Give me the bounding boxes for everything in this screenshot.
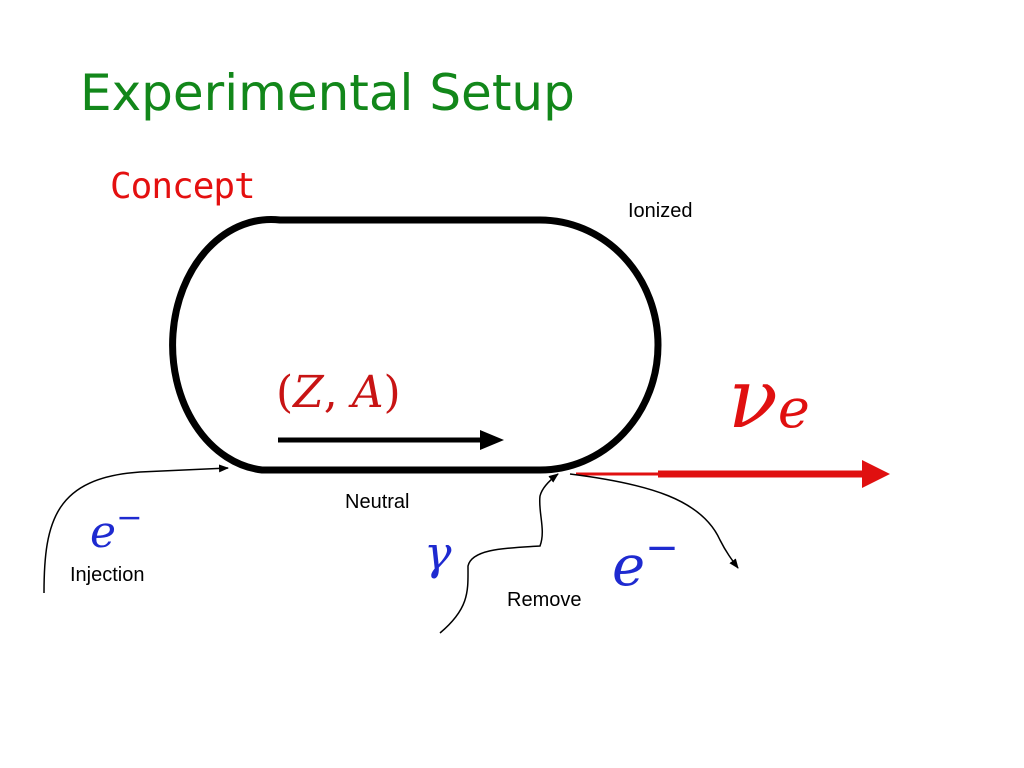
electron-remove-path: [569, 473, 739, 569]
slide-title: Experimental Setup: [80, 64, 575, 122]
electron-injection-path: [43, 464, 229, 594]
za-z: Z: [293, 367, 324, 418]
neutrino-beam-arrowhead: [862, 460, 890, 488]
storage-ring: [169, 215, 662, 474]
electron-symbol: e: [612, 534, 646, 600]
za-close: ): [383, 367, 401, 418]
neutral-label: Neutral: [345, 491, 410, 513]
removed-electron-label: e−: [612, 524, 679, 599]
nu-subscript: e: [777, 377, 810, 440]
injection-label: Injection: [70, 564, 145, 586]
za-open: (: [276, 367, 294, 418]
za-comma: ,: [323, 367, 352, 418]
minus-sign: −: [116, 500, 143, 536]
gamma-ray-path: [439, 473, 559, 634]
za-a: A: [351, 367, 384, 418]
concept-label: Concept: [110, 166, 256, 207]
ion-za-label: (Z, A): [276, 367, 401, 418]
ion-beam-arrowhead: [480, 430, 504, 450]
gamma-label: γ: [424, 526, 452, 580]
minus-sign: −: [645, 524, 679, 571]
electron-symbol: e: [90, 507, 117, 558]
nu-symbol: ν: [728, 352, 778, 447]
neutrino-label: νe: [728, 352, 810, 447]
ionized-label: Ionized: [628, 200, 693, 222]
injected-electron-label: e−: [90, 500, 143, 558]
remove-label: Remove: [507, 589, 582, 611]
